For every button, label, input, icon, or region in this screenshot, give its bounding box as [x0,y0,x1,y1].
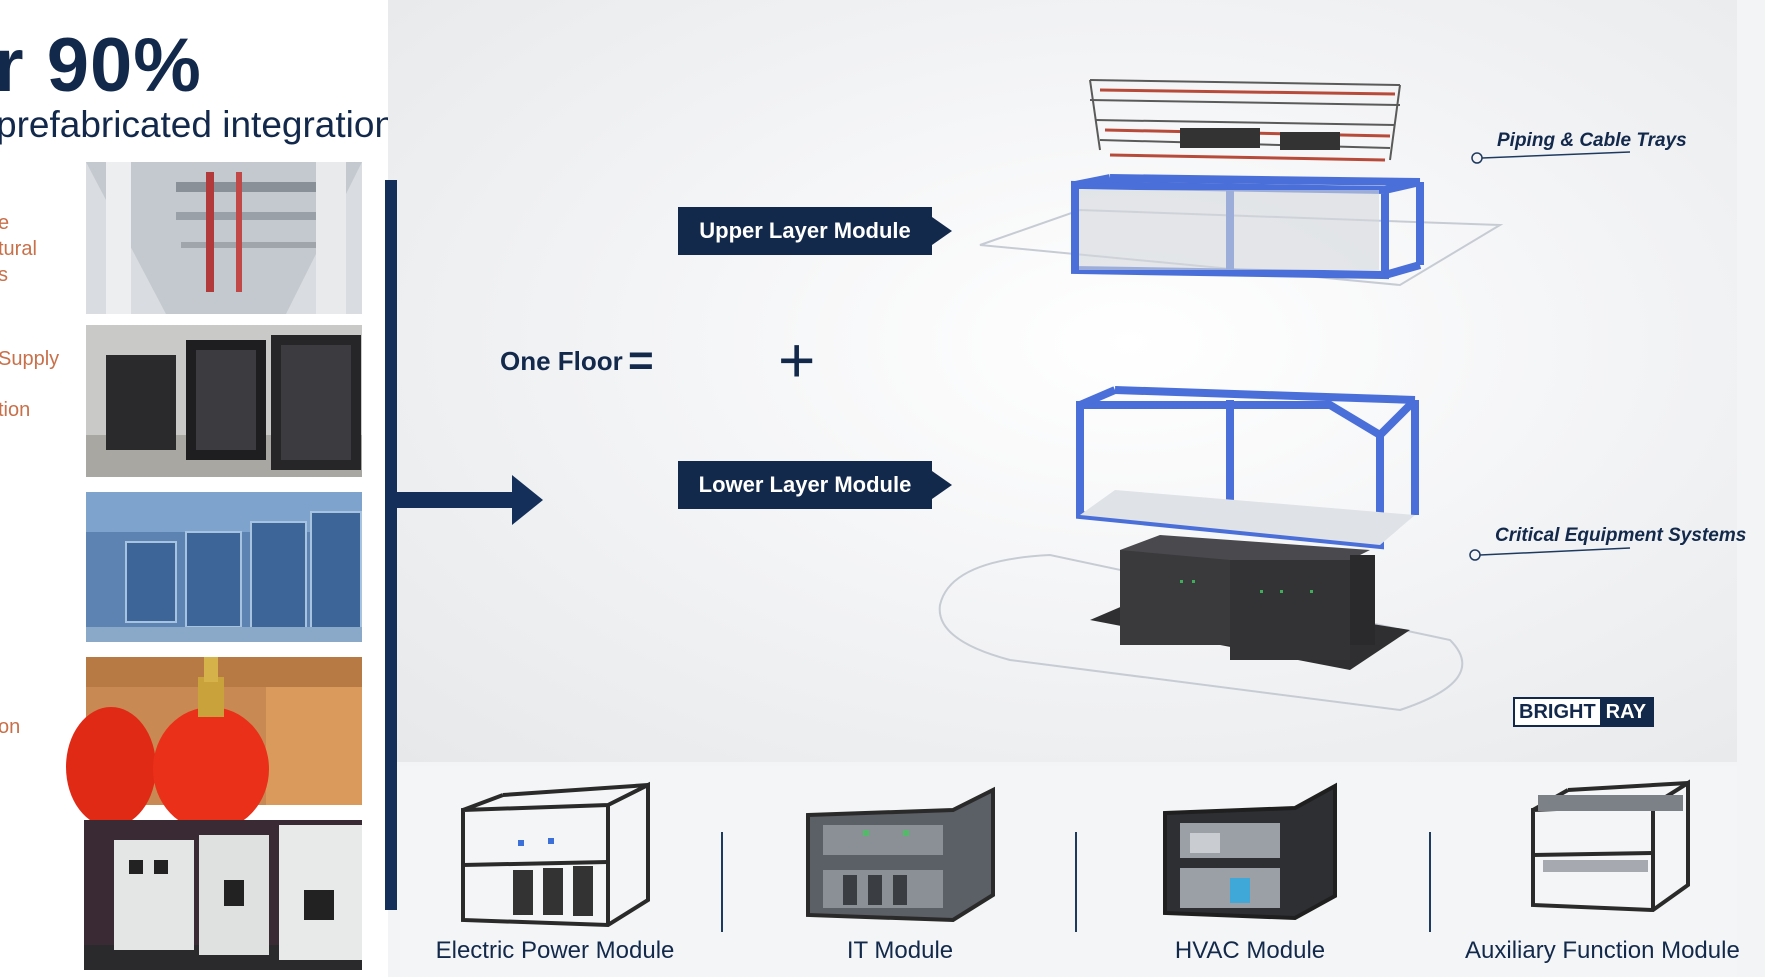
auxiliary-function-module-icon [1531,779,1690,913]
module-label-it: IT Module [846,937,954,964]
electric-power-module-icon [461,781,650,928]
photo-hvac-fans [86,492,362,642]
side-label: s [0,264,8,286]
module-label-auxiliary-function: Auxiliary Function Module [1465,937,1740,964]
upper-frame [1071,174,1424,280]
photo-switchgear [84,820,362,970]
brand-logo: BRIGHT RAY [1513,697,1655,727]
subheadline: prefabricated integration [0,104,396,145]
tag-pointer-icon [932,471,952,499]
brand-part1: BRIGHT [1515,699,1600,725]
module-label-hvac: HVAC Module [1174,937,1326,964]
lower-module-tag: Lower Layer Module [678,461,952,509]
callout-critical-equipment: Critical Equipment Systems [1495,525,1747,546]
plus-symbol: + [778,324,816,396]
lower-frame [1076,386,1419,550]
equals-symbol: = [628,336,654,385]
arrow-right-icon [397,475,543,525]
side-label: tural [0,238,37,260]
module-label-electric-power: Electric Power Module [435,937,675,964]
bracket-bar [385,180,397,910]
diagram-stage [388,0,1737,762]
callout-piping: Piping & Cable Trays [1497,130,1687,151]
module-strip [400,766,1737,977]
lower-module-label: Lower Layer Module [678,461,932,509]
upper-module-tag: Upper Layer Module [678,207,952,255]
photo-structural-ceiling [86,162,362,314]
module-divider [721,832,723,932]
photo-power-cabinets [86,325,362,477]
brand-part2: RAY [1599,699,1653,725]
side-label: on [0,716,21,738]
headline: r 90% [0,23,202,108]
upper-module-label: Upper Layer Module [678,207,932,255]
critical-equipment-illustration [1090,535,1410,670]
module-divider [1429,832,1431,932]
module-exploded-view [938,79,1631,712]
side-label: e [0,212,10,234]
hvac-module-icon [1163,782,1337,921]
side-label: Supply [0,348,60,370]
side-label: tion [0,399,31,421]
module-divider [1075,832,1077,932]
it-module-icon [806,786,995,923]
photo-fire-suppression [66,657,362,831]
one-floor-label: One Floor [500,346,623,376]
tag-pointer-icon [932,217,952,245]
